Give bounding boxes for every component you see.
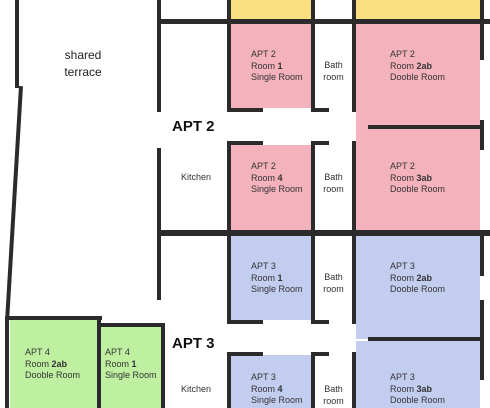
apt2-room-3ab[interactable] [356,127,480,230]
apt2-heading: APT 2 [172,118,215,135]
wall-apt2-big-divider [368,125,480,129]
wall-apt4-room1-top [101,323,165,327]
wall-apt3-bath-top [315,352,329,356]
corridor-wall-mid [157,148,161,300]
apt2-room3ab-label: APT 2 Room 3ab Dooble Room [390,161,446,194]
wall-apt3-bath-bottom [315,320,329,324]
apt2-room1-label: APT 2 Room 1 Single Room [251,49,303,82]
wall-bath-left-1 [311,0,315,112]
apt4-room-1[interactable] [101,327,161,408]
wall-right-outer-1 [480,0,484,60]
wall-right-outer-4 [480,300,484,380]
apt3-room-1[interactable] [231,236,311,320]
wall-room-left [227,0,231,112]
wall-apt3-room1-bottom [231,320,263,324]
wall-room-left-2 [227,141,231,236]
apt1-room-right[interactable] [356,0,480,19]
wall-bath-left-2 [311,141,315,236]
apt2-room4-label: APT 2 Room 4 Single Room [251,161,303,194]
apt2-kitchen-label: Kitchen [180,172,212,182]
wall-apt4-top [5,316,102,320]
apt2-room-4[interactable] [231,145,311,230]
wall-bath-right-1 [352,0,356,112]
apt3-room-2ab[interactable] [356,236,480,339]
wall-apt2-room1-bottom [231,108,263,112]
apt3-room2ab-label: APT 3 Room 2ab Dooble Room [390,261,446,294]
apt3-room1-label: APT 3 Room 1 Single Room [251,261,303,294]
shared-terrace-label: shared terrace [64,48,102,79]
wall-room-left-4 [227,352,231,408]
apt3-room-4[interactable] [231,355,311,408]
apt3-heading: APT 3 [172,335,215,352]
apt1-room-left[interactable] [231,0,311,19]
wall-apt3-room4-top [231,352,263,356]
apt4-room-2ab[interactable] [10,320,97,408]
wall-right-outer-3 [480,236,484,276]
wall-apt4-middle [97,320,101,408]
wall-apt2-bath-bottom [315,108,329,112]
wall-bath-right-2 [352,141,356,236]
wall-apt1-bottom [157,19,490,24]
apt3-kitchen-label: Kitchen [180,384,212,394]
wall-apt2-bath-top [315,141,329,145]
terrace-slant-wall [5,86,23,322]
wall-apt2-apt3 [161,230,490,236]
apt3-room-3ab[interactable] [356,341,480,408]
wall-apt4-right [161,323,165,408]
apt2-room-1[interactable] [231,24,311,108]
apt3-room3ab-label: APT 3 Room 3ab Dooble Room [390,372,446,405]
apt2-room-2ab[interactable] [356,24,480,127]
wall-right-outer-2 [480,120,484,150]
wall-bath-left-4 [311,352,315,408]
wall-bath-right-3 [352,236,356,324]
wall-apt3-big-divider [368,337,480,341]
corridor-wall-top [157,0,161,112]
wall-bath-right-4 [352,352,356,408]
apt3-room4-label: APT 3 Room 4 Single Room [251,372,303,405]
apt4-room2ab-label: APT 4 Room 2ab Dooble Room [25,347,81,380]
apt4-room1-label: APT 4 Room 1 Single Room [105,347,157,380]
terrace-left-wall [15,0,19,88]
wall-room-left-3 [227,236,231,324]
wall-apt2-room4-top [231,141,263,145]
wall-bath-left-3 [311,236,315,324]
outer-left-wall [5,316,9,408]
apt2-room2ab-label: APT 2 Room 2ab Dooble Room [390,49,446,82]
